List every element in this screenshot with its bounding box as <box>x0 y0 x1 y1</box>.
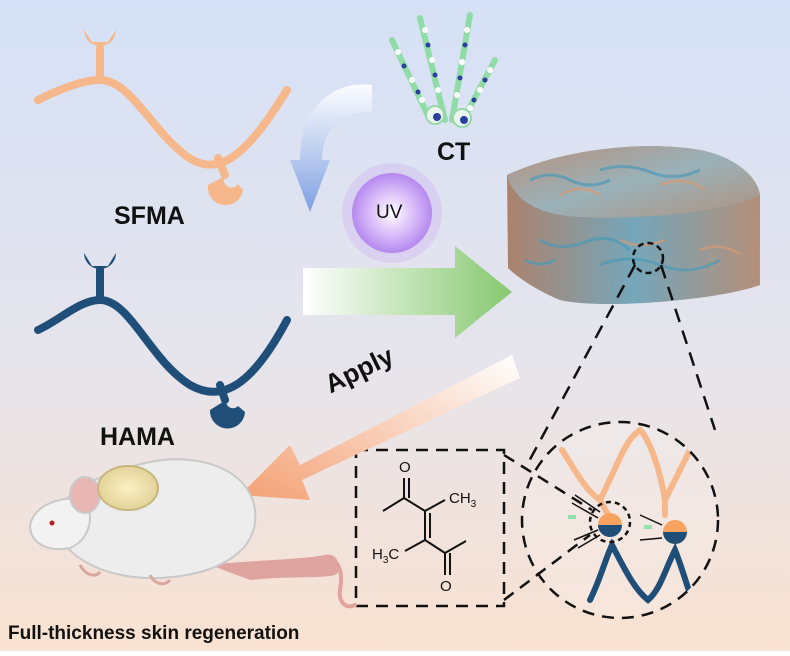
curved-blue-arrow <box>290 84 372 212</box>
sfma-top-group <box>84 30 116 46</box>
caption: Full-thickness skin regeneration <box>8 623 300 644</box>
apply-arrow <box>240 355 520 500</box>
chem-methyl-bottom: H3C <box>372 546 400 566</box>
hama-bottom-group <box>209 400 245 429</box>
chem-methyl-top: CH3 <box>449 490 477 510</box>
ct-label: CT <box>437 138 471 166</box>
chem-oxygen-top: O <box>399 459 411 476</box>
hama-label: HAMA <box>100 423 175 451</box>
sfma-label: SFMA <box>114 202 185 230</box>
uv-label: UV <box>376 202 403 223</box>
crosslink-zoom-icon <box>520 420 720 620</box>
hama-strand <box>34 266 291 404</box>
ct-fiber-icon <box>389 12 498 128</box>
mouse-icon <box>28 458 357 609</box>
gel-formation-arrow <box>303 246 512 338</box>
uv-glow-icon <box>342 163 442 263</box>
zoom-lines <box>525 264 717 466</box>
sfma-strand <box>34 44 291 179</box>
sfma-bottom-group <box>207 176 243 206</box>
hydrogel-block-icon <box>507 146 760 305</box>
chemical-structure <box>354 448 593 608</box>
chem-oxygen-bottom: O <box>440 578 452 595</box>
